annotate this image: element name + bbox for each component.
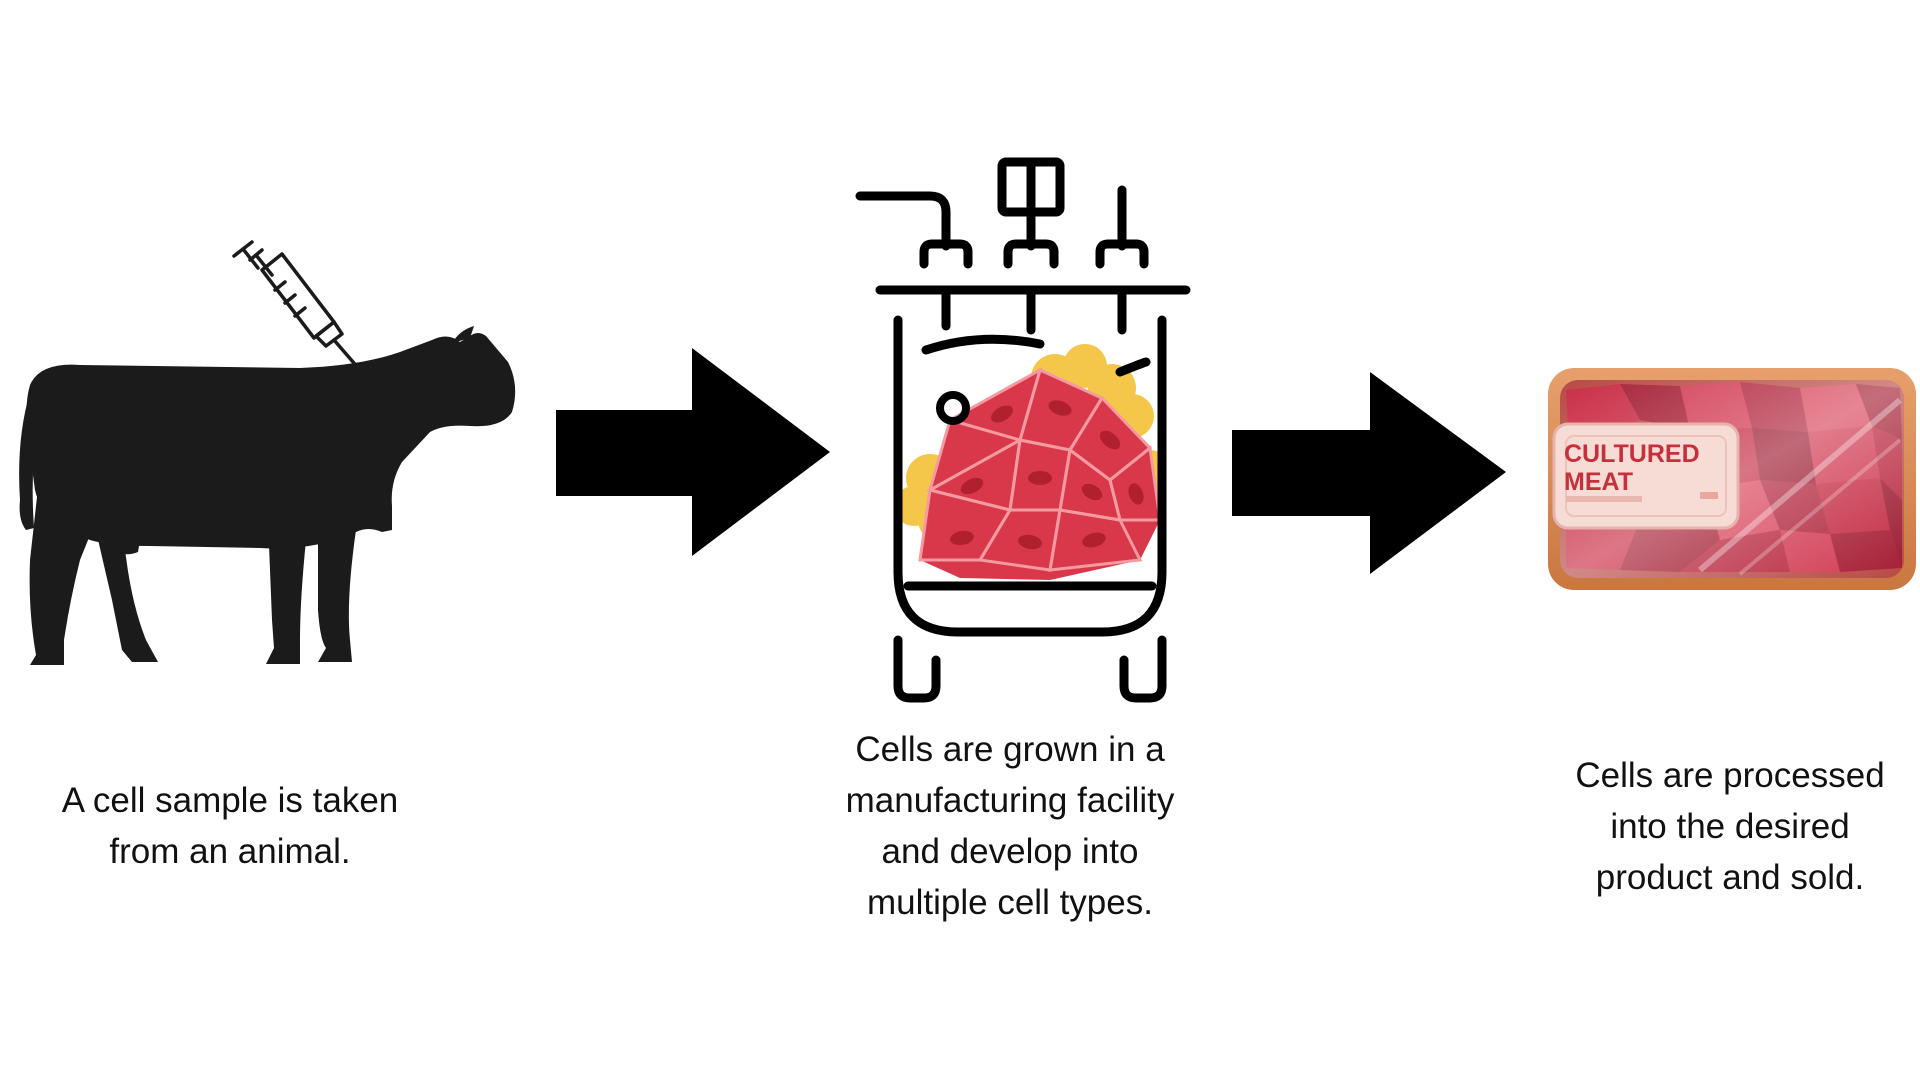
- caption-line: A cell sample is taken: [61, 781, 399, 820]
- package-label-line2: MEAT: [1564, 468, 1633, 496]
- step-caption-collect: A cell sample is taken from an animal.: [30, 775, 430, 877]
- arrow-right-icon: [1232, 372, 1506, 574]
- caption-line: Cells are grown in a: [855, 730, 1165, 769]
- caption-line: manufacturing facility: [845, 781, 1175, 820]
- caption-line: from an animal.: [109, 832, 351, 871]
- package-label-line1: CULTURED: [1564, 440, 1700, 468]
- arrow-right-icon: [556, 348, 830, 556]
- caption-line: product and sold.: [1595, 858, 1865, 897]
- bioreactor-icon: [855, 157, 1191, 703]
- syringe-icon: [232, 240, 362, 372]
- caption-line: multiple cell types.: [867, 883, 1153, 922]
- caption-line: and develop into: [881, 832, 1139, 871]
- caption-line: into the desired: [1610, 807, 1850, 846]
- step-caption-grow: Cells are grown in a manufacturing facil…: [800, 724, 1220, 928]
- step-caption-sell: Cells are processed into the desired pro…: [1530, 750, 1920, 903]
- caption-line: Cells are processed: [1575, 756, 1885, 795]
- meat-package-icon: CULTURED MEAT: [1548, 368, 1916, 590]
- cow-icon: [19, 326, 516, 665]
